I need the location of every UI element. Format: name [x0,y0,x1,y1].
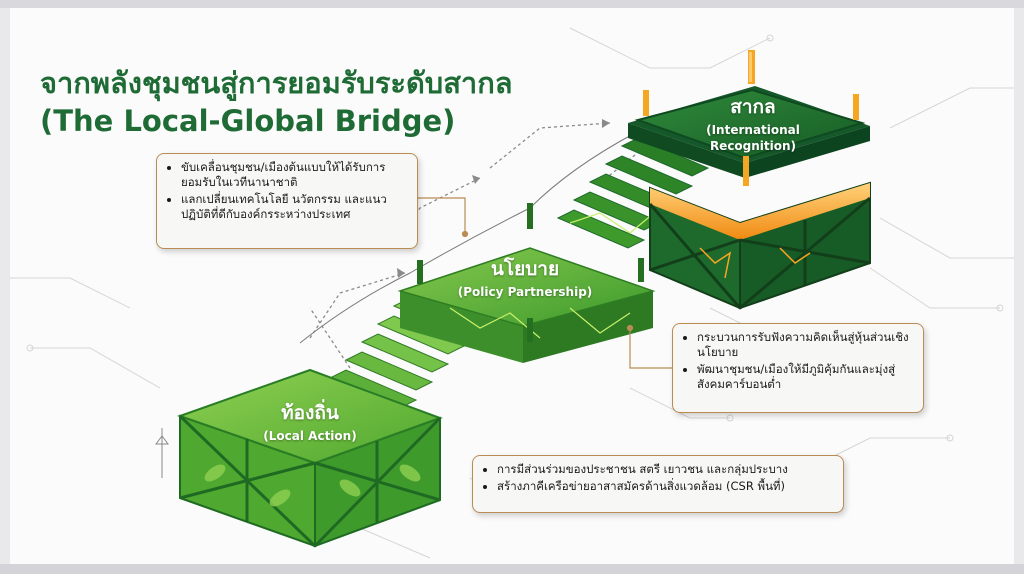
callout-global-item: แลกเปลี่ยนเทคโนโลยี นวัตกรรม และแนวปฏิบั… [181,192,407,222]
title-thai: จากพลังชุมชนสู่การยอมรับระดับสากล [40,66,513,100]
bridge-cables [299,132,636,344]
label-global: สากล (International Recognition) [678,92,828,154]
slide: จากพลังชุมชนสู่การยอมรับระดับสากล (The L… [10,8,1014,564]
local-block [155,368,443,548]
callout-local-item: การมีส่วนร่วมของประชาชน สตรี เยาวชน และก… [497,462,833,477]
label-local-english: (Local Action) [263,429,357,443]
callout-policy-item: กระบวนการรับฟังความคิดเห็นสู่หุ้นส่วนเชิ… [697,330,913,360]
label-global-english-2: Recognition) [709,139,797,153]
label-policy: นโยบาย (Policy Partnership) [440,254,610,300]
browser-top-strip [0,0,1024,8]
callout-local: การมีส่วนร่วมของประชาชน สตรี เยาวชน และก… [472,455,844,513]
browser-bottom-strip [0,564,1024,574]
callout-local-item: สร้างภาคีเครือข่ายอาสาสมัครด้านสิ่งแวดล้… [497,479,833,494]
label-global-thai: สากล [730,96,776,118]
steps-upper [556,137,710,249]
label-global-english-1: (International [706,123,800,137]
title-english: (The Local-Global Bridge) [40,104,456,138]
label-policy-english: (Policy Partnership) [457,285,593,299]
label-local: ท้องถิ่น (Local Action) [235,398,385,444]
callout-global: ขับเคลื่อนชุมชน/เมืองต้นแบบให้ได้รับการย… [156,153,418,249]
callout-policy: กระบวนการรับฟังความคิดเห็นสู่หุ้นส่วนเชิ… [672,323,924,413]
label-policy-thai: นโยบาย [490,258,560,280]
dotted-arrows [309,122,711,369]
callout-global-item: ขับเคลื่อนชุมชน/เมืองต้นแบบให้ได้รับการย… [181,160,407,190]
bridge-illustration [10,27,1014,559]
global-block [628,50,871,310]
policy-block [397,203,656,363]
callout-policy-item: พัฒนาชุมชน/เมืองให้มีภูมิคุ้มกันและมุ่งส… [697,362,913,392]
callout-connectors [418,197,672,369]
label-local-thai: ท้องถิ่น [281,402,339,424]
